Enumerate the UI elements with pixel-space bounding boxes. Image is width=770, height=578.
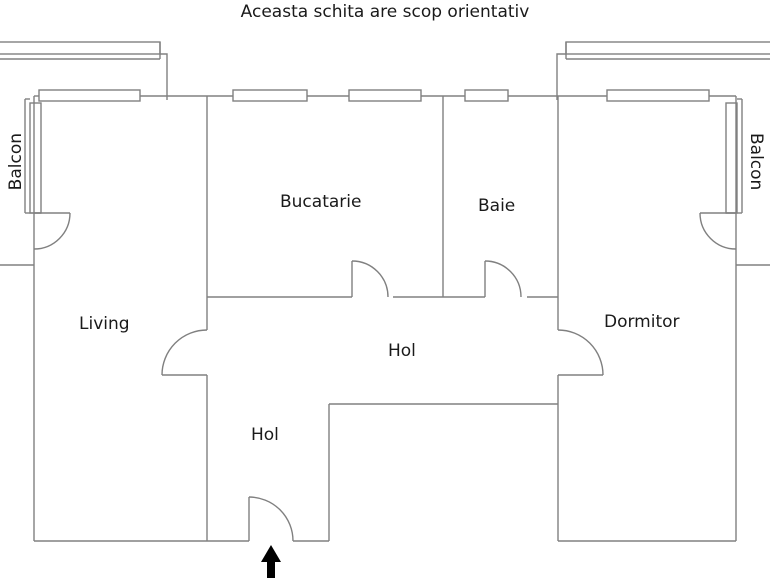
room-label-baie: Baie <box>478 196 516 216</box>
entrance-direction-arrow <box>261 545 281 578</box>
window-kitchen-right <box>348 89 422 102</box>
room-label-balcon-left: Balcon <box>6 133 26 191</box>
door-arc-left-balcony <box>33 212 71 250</box>
window-living-top <box>38 89 141 102</box>
room-label-hol-upper: Hol <box>388 341 416 361</box>
door-arc-entrance <box>207 496 329 542</box>
right-balcony-glazing <box>725 98 743 214</box>
room-label-bucatarie: Bucatarie <box>280 192 362 212</box>
room-label-living: Living <box>79 314 130 334</box>
door-arc-kitchen <box>351 260 389 298</box>
left-balcony-railing <box>0 41 168 100</box>
window-bedroom-top <box>606 89 710 102</box>
room-label-hol-lower: Hol <box>251 425 279 445</box>
wall-hallway-step <box>328 403 558 541</box>
living-room-walls <box>0 96 207 542</box>
door-arc-bathroom <box>484 260 522 298</box>
page-title: Aceasta schita are scop orientativ <box>240 2 530 22</box>
room-label-balcon-right: Balcon <box>746 133 766 191</box>
door-arc-right-balcony <box>699 212 737 250</box>
right-balcony-railing <box>556 41 770 100</box>
left-balcony-glazing <box>24 98 42 214</box>
bedroom-walls <box>558 96 770 542</box>
room-label-dormitor: Dormitor <box>604 312 680 332</box>
window-bathroom <box>464 89 509 102</box>
window-kitchen-left <box>232 89 308 102</box>
door-arc-bedroom <box>557 329 604 376</box>
door-arc-living <box>161 329 208 376</box>
